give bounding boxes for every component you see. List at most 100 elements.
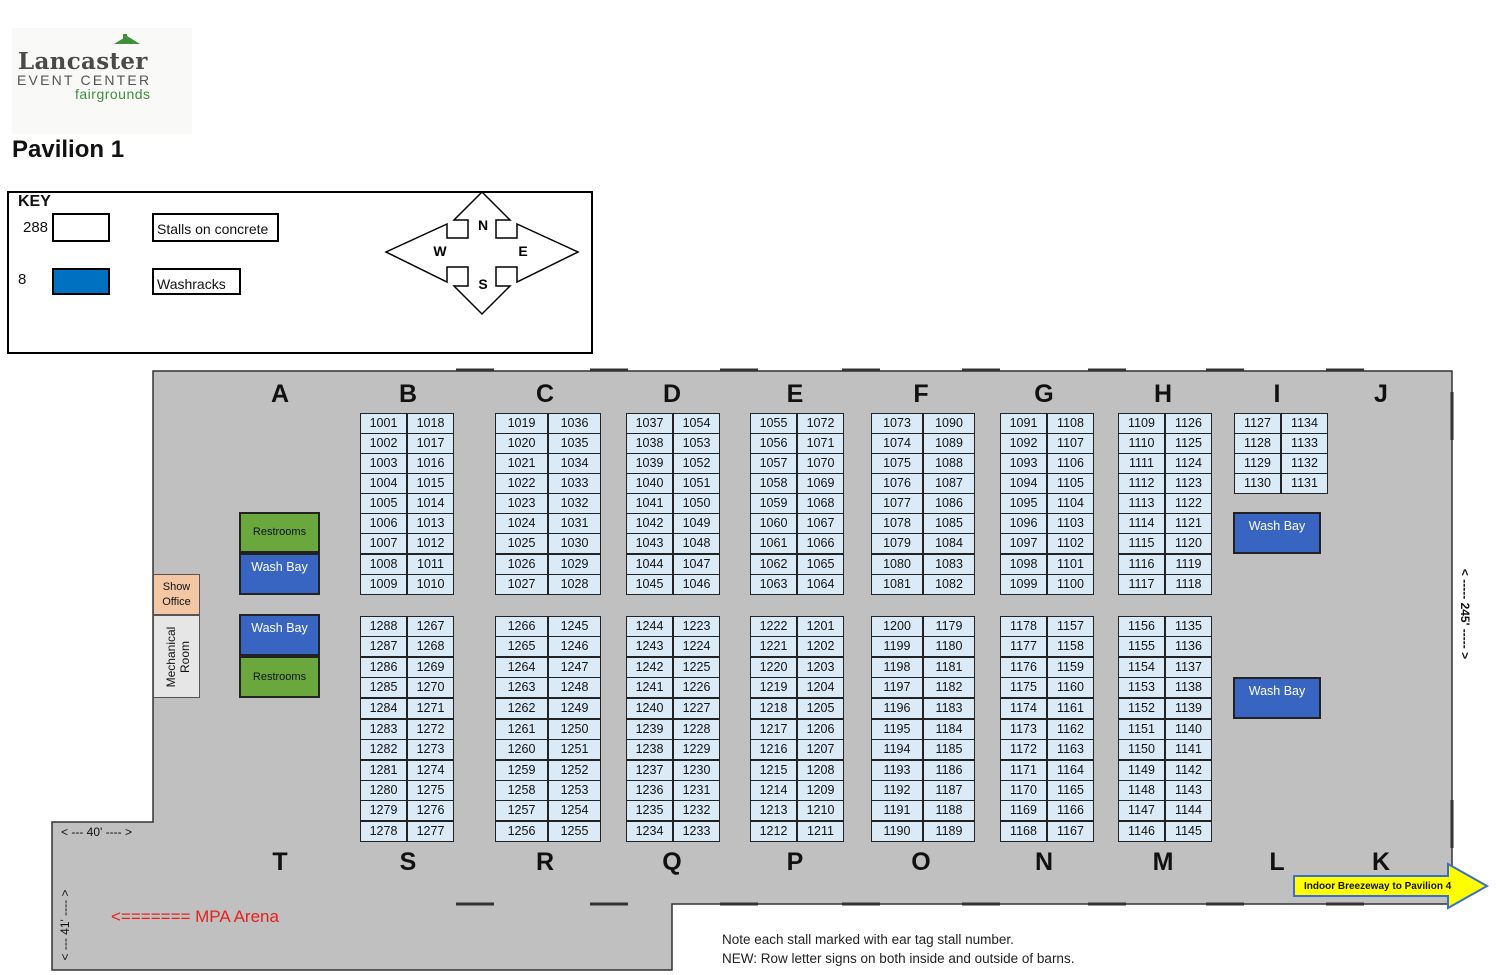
stall-1221: 1221	[750, 636, 797, 657]
stall-1005: 1005	[360, 493, 407, 514]
stall-1126: 1126	[1165, 413, 1212, 434]
stall-1224: 1224	[673, 636, 720, 657]
stall-1093: 1093	[1000, 453, 1047, 474]
dimension-41ft: < --- 41' ---- >	[58, 889, 72, 961]
stall-1275: 1275	[407, 780, 454, 801]
stall-1273: 1273	[407, 739, 454, 760]
stall-1239: 1239	[626, 719, 673, 740]
stall-1220: 1220	[750, 657, 797, 678]
stall-1191: 1191	[871, 800, 923, 821]
stall-1285: 1285	[360, 677, 407, 698]
stall-1263: 1263	[495, 677, 548, 698]
stall-1267: 1267	[407, 616, 454, 637]
stall-1004: 1004	[360, 473, 407, 494]
stall-1200: 1200	[871, 616, 923, 637]
stall-1251: 1251	[548, 739, 601, 760]
stall-1264: 1264	[495, 657, 548, 678]
stall-1046: 1046	[673, 574, 720, 595]
stall-1183: 1183	[923, 698, 975, 719]
stall-1064: 1064	[797, 574, 844, 595]
show-office: Show Office	[153, 574, 200, 615]
stall-1233: 1233	[673, 821, 720, 842]
stall-1027: 1027	[495, 574, 548, 595]
stall-1157: 1157	[1047, 616, 1094, 637]
row-letter-q: Q	[662, 848, 682, 876]
stall-1204: 1204	[797, 677, 844, 698]
stall-1254: 1254	[548, 800, 601, 821]
compass-east: E	[518, 243, 527, 259]
stall-1243: 1243	[626, 636, 673, 657]
key-washrack-swatch	[52, 268, 110, 295]
stall-1231: 1231	[673, 780, 720, 801]
stall-1084: 1084	[923, 533, 975, 554]
stall-1261: 1261	[495, 719, 548, 740]
stall-1192: 1192	[871, 780, 923, 801]
stall-1207: 1207	[797, 739, 844, 760]
stall-1235: 1235	[626, 800, 673, 821]
stall-1051: 1051	[673, 473, 720, 494]
stall-1158: 1158	[1047, 636, 1094, 657]
stall-1232: 1232	[673, 800, 720, 821]
stall-1188: 1188	[923, 800, 975, 821]
dimension-40ft: < --- 40' ---- >	[61, 825, 132, 839]
stall-1229: 1229	[673, 739, 720, 760]
stall-1050: 1050	[673, 493, 720, 514]
stall-1015: 1015	[407, 473, 454, 494]
stall-1162: 1162	[1047, 719, 1094, 740]
stall-1218: 1218	[750, 698, 797, 719]
stall-1249: 1249	[548, 698, 601, 719]
stall-1079: 1079	[871, 533, 923, 554]
doors	[456, 368, 1454, 906]
stall-1110: 1110	[1118, 433, 1165, 454]
stall-1065: 1065	[797, 554, 844, 575]
stall-1160: 1160	[1047, 677, 1094, 698]
stall-1112: 1112	[1118, 473, 1165, 494]
stall-1242: 1242	[626, 657, 673, 678]
stall-1020: 1020	[495, 433, 548, 454]
stall-1113: 1113	[1118, 493, 1165, 514]
row-letter-a: A	[270, 380, 290, 408]
stall-1072: 1072	[797, 413, 844, 434]
stall-1253: 1253	[548, 780, 601, 801]
stall-1286: 1286	[360, 657, 407, 678]
stall-1062: 1062	[750, 554, 797, 575]
stall-1185: 1185	[923, 739, 975, 760]
stall-1083: 1083	[923, 554, 975, 575]
stall-1281: 1281	[360, 760, 407, 781]
stall-1278: 1278	[360, 821, 407, 842]
stall-1018: 1018	[407, 413, 454, 434]
stall-1277: 1277	[407, 821, 454, 842]
wash-bay-a: Wash Bay	[239, 553, 320, 595]
stall-1130: 1130	[1234, 473, 1281, 494]
stall-1195: 1195	[871, 719, 923, 740]
stall-1189: 1189	[923, 821, 975, 842]
compass-south: S	[478, 276, 487, 292]
logo-wordmark: Lancaster	[18, 48, 148, 75]
stall-1150: 1150	[1118, 739, 1165, 760]
stall-1237: 1237	[626, 760, 673, 781]
stall-1023: 1023	[495, 493, 548, 514]
stall-1179: 1179	[923, 616, 975, 637]
stall-1166: 1166	[1047, 800, 1094, 821]
stall-1056: 1056	[750, 433, 797, 454]
stall-1025: 1025	[495, 533, 548, 554]
stall-1149: 1149	[1118, 760, 1165, 781]
row-letter-b: B	[398, 380, 418, 408]
stall-1108: 1108	[1047, 413, 1094, 434]
mpa-arena-label: <======= MPA Arena	[111, 907, 279, 926]
logo-subtitle: EVENT CENTER	[17, 72, 152, 88]
stall-1055: 1055	[750, 413, 797, 434]
stall-1139: 1139	[1165, 698, 1212, 719]
stall-1037: 1037	[626, 413, 673, 434]
wash-bay-t: Wash Bay	[239, 614, 320, 656]
stall-1169: 1169	[1000, 800, 1047, 821]
stall-1095: 1095	[1000, 493, 1047, 514]
stall-1120: 1120	[1165, 533, 1212, 554]
stall-1142: 1142	[1165, 760, 1212, 781]
stall-1103: 1103	[1047, 513, 1094, 534]
stall-1131: 1131	[1281, 473, 1328, 494]
stall-1143: 1143	[1165, 780, 1212, 801]
stall-1013: 1013	[407, 513, 454, 534]
stall-1270: 1270	[407, 677, 454, 698]
stall-1059: 1059	[750, 493, 797, 514]
